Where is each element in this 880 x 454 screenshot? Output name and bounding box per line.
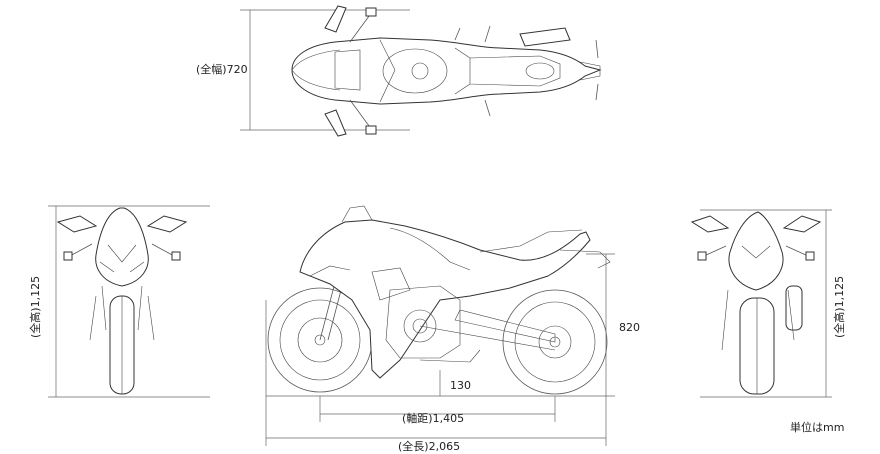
seat-height-label: 820 — [619, 321, 640, 334]
front-view — [48, 205, 210, 398]
rear-view — [690, 209, 832, 398]
wheelbase-label: (軸距)1,405 — [402, 412, 465, 425]
overall-length-label: (全長)2,065 — [398, 440, 461, 453]
ground-clearance-label: 130 — [450, 379, 471, 392]
top-view — [240, 5, 602, 137]
rear-height-label: (全高)1,125 — [833, 275, 846, 338]
unit-note: 単位はmm — [790, 421, 845, 434]
side-view — [265, 205, 615, 446]
width-label: (全幅)720 — [196, 63, 248, 76]
front-height-label: (全高)1,125 — [29, 275, 42, 338]
